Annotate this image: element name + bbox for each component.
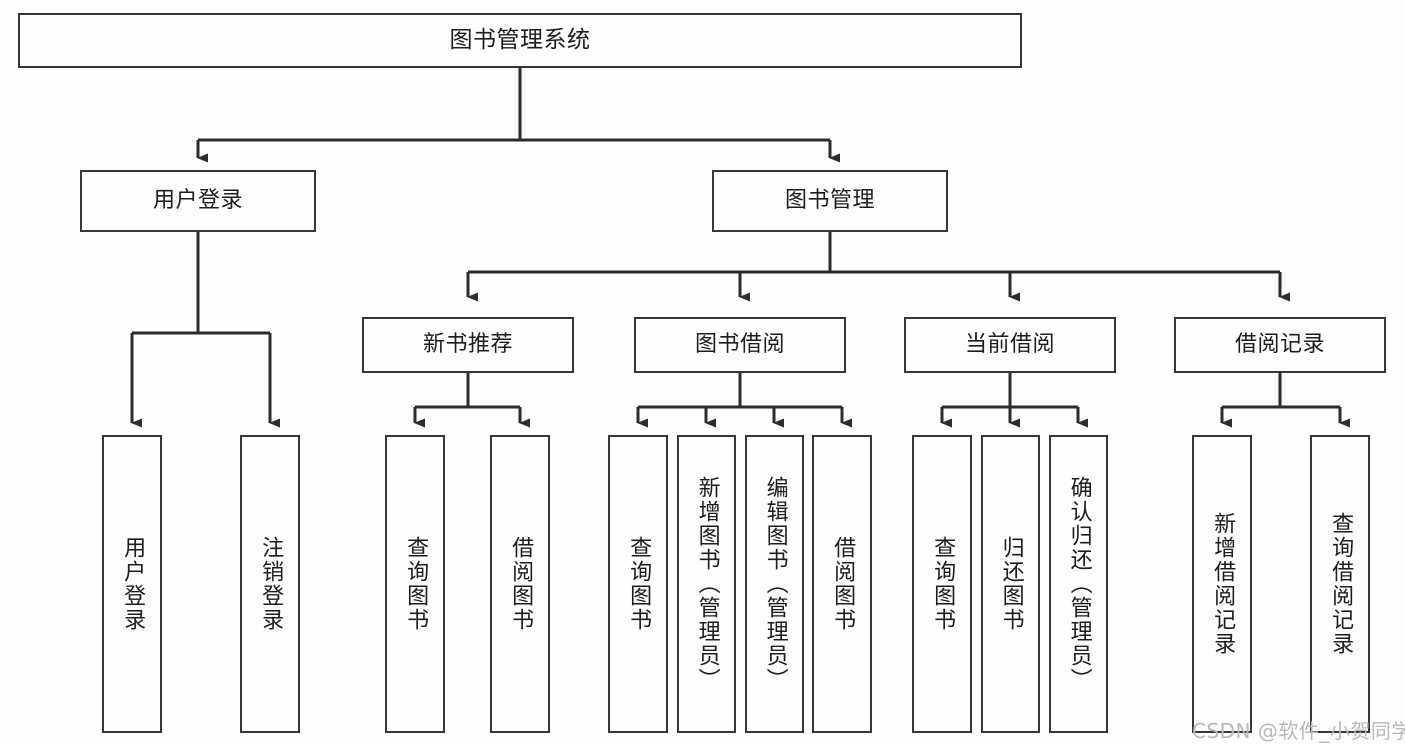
node-label: 图书管理: [784, 188, 875, 214]
node-leaf-user-login[interactable]: 用户登录: [102, 435, 162, 733]
node-leaf-return-book[interactable]: 归还图书: [981, 435, 1040, 733]
node-label: 查询借阅记录: [1328, 512, 1354, 656]
node-borrow-record[interactable]: 借阅记录: [1174, 317, 1386, 373]
node-leaf-borrow-book-recommend[interactable]: 借阅图书: [490, 435, 550, 733]
node-label: 借阅图书: [830, 536, 856, 632]
node-label: 借阅记录: [1234, 332, 1325, 358]
node-label: 查询图书: [626, 536, 652, 632]
node-leaf-query-book-borrow[interactable]: 查询图书: [608, 435, 668, 733]
node-label: 确认归还（管理员）: [1066, 476, 1092, 692]
node-label: 图书管理系统: [449, 26, 591, 53]
node-label: 图书借阅: [694, 332, 785, 358]
node-label: 借阅图书: [508, 536, 534, 632]
node-leaf-edit-book[interactable]: 编辑图书（管理员）: [745, 435, 804, 733]
node-label: 查询图书: [403, 536, 429, 632]
node-leaf-user-logout[interactable]: 注销登录: [240, 435, 300, 733]
node-label: 新增借阅记录: [1210, 512, 1236, 656]
node-label: 新书推荐: [422, 332, 513, 358]
node-leaf-query-book-current[interactable]: 查询图书: [912, 435, 972, 733]
node-label: 编辑图书（管理员）: [762, 476, 788, 692]
node-label: 用户登录: [152, 188, 243, 214]
node-current-borrow[interactable]: 当前借阅: [904, 317, 1116, 373]
node-root-book-management-system[interactable]: 图书管理系统: [18, 13, 1022, 68]
node-leaf-borrow-book[interactable]: 借阅图书: [812, 435, 872, 733]
node-leaf-query-book-recommend[interactable]: 查询图书: [385, 435, 445, 733]
node-book-management[interactable]: 图书管理: [712, 170, 948, 232]
node-label: 查询图书: [930, 536, 956, 632]
node-new-book-recommend[interactable]: 新书推荐: [362, 317, 574, 373]
node-leaf-confirm-return[interactable]: 确认归还（管理员）: [1049, 435, 1108, 733]
node-user-login[interactable]: 用户登录: [80, 170, 316, 232]
node-label: 新增图书（管理员）: [694, 476, 720, 692]
node-leaf-add-book[interactable]: 新增图书（管理员）: [677, 435, 736, 733]
csdn-watermark: CSDN @软件_小贺同学: [1192, 719, 1405, 743]
node-book-borrow[interactable]: 图书借阅: [634, 317, 846, 373]
node-leaf-query-borrow-record[interactable]: 查询借阅记录: [1310, 435, 1370, 733]
node-leaf-add-borrow-record[interactable]: 新增借阅记录: [1192, 435, 1252, 733]
node-label: 用户登录: [120, 536, 146, 632]
node-label: 归还图书: [998, 536, 1024, 632]
node-label: 当前借阅: [964, 332, 1055, 358]
node-label: 注销登录: [258, 536, 284, 632]
